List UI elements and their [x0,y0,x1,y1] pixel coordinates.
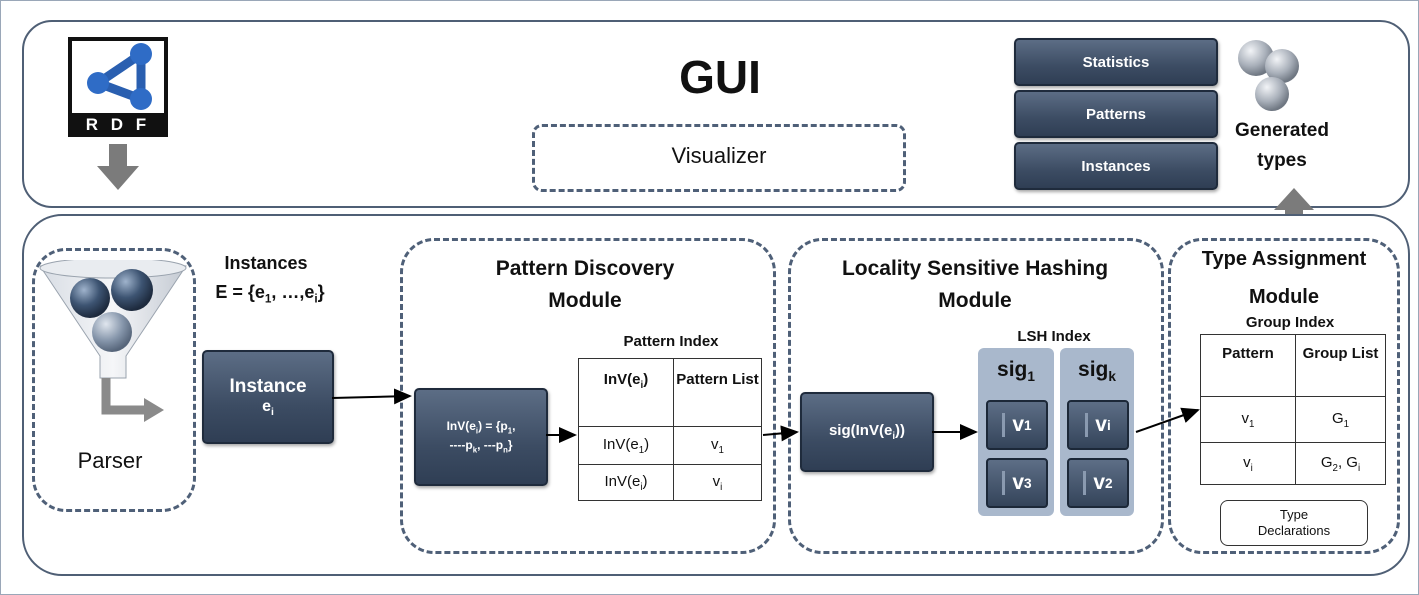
visualizer-box[interactable] [532,124,906,192]
inv-box[interactable]: InV(ei) = {p1, ----pk, ---pn} [414,388,548,486]
group-index-header-list: Group List [1295,334,1386,397]
group-index-table: Pattern Group List v1 G1 vi G2, Gi [1200,334,1386,485]
funnel-icon [39,260,187,422]
rdf-down-arrow [97,144,139,190]
lsh-module-title-2: Module [938,289,1012,312]
pattern-index-header-inv: InV(ei) [578,358,674,427]
instances-label: Instances [224,253,308,273]
parser-box [32,248,196,512]
pattern-index-header-list: Pattern List [673,358,762,427]
generated-types-label-1: Generated [1235,120,1329,141]
sig-box[interactable]: sig(InV(ei)) [800,392,934,472]
type-declarations-label: Type Declarations [1257,506,1331,538]
lsh-module-title-1: Locality Sensitive Hashing [841,257,1109,280]
patterns-button[interactable]: Patterns [1014,90,1218,138]
parser-label: Parser [77,448,143,473]
gui-title: GUI [679,51,761,103]
lsh-module [788,238,1164,554]
generated-types-label-2: types [1257,150,1307,171]
rdf-graph-icon [87,43,152,110]
statistics-button[interactable]: Statistics [1014,38,1218,86]
pattern-module-title-2: Module [548,289,622,312]
instance-box[interactable]: Instance ei [202,350,334,444]
group-index-cell: G2, Gi [1295,442,1386,485]
pattern-index-table: InV(ei) Pattern List InV(e1) v1 InV(ei) … [578,358,762,501]
generated-types-spheres-icon [1238,40,1299,111]
instances-set: E = {e1, …,ei} [215,282,325,306]
arrow-lsh-to-group-index [1135,407,1200,433]
group-index-title: Group Index [1245,314,1335,331]
pattern-index-title: Pattern Index [623,333,719,350]
pattern-module-title-1: Pattern Discovery [495,257,675,280]
arrow-pattern-index-to-sig [762,425,799,442]
group-index-header-pattern: Pattern [1200,334,1296,397]
instances-button[interactable]: Instances [1014,142,1218,190]
pattern-index-cell: InV(ei) [578,464,674,501]
lsh-col-header-1: sig1 [997,358,1035,385]
group-index-cell: v1 [1200,396,1296,443]
lsh-col-header-2: sigk [1078,358,1116,385]
group-index-cell: vi [1200,442,1296,485]
group-index-cell: G1 [1295,396,1386,443]
type-module-title-2: Module [1249,286,1319,308]
arrow-instance-to-inv [331,388,412,405]
lsh-index-title: LSH Index [1017,328,1091,345]
pattern-index-cell: vi [673,464,762,501]
pattern-index-cell: InV(e1) [578,426,674,465]
type-assignment-module [1168,238,1400,554]
visualizer-label: Visualizer [671,143,767,168]
rdf-logo: R D F [68,37,168,137]
rdf-logo-text: R D F [85,115,151,134]
type-declarations-box[interactable]: Type Declarations [1220,500,1368,546]
type-module-title-1: Type Assignment [1201,248,1367,270]
